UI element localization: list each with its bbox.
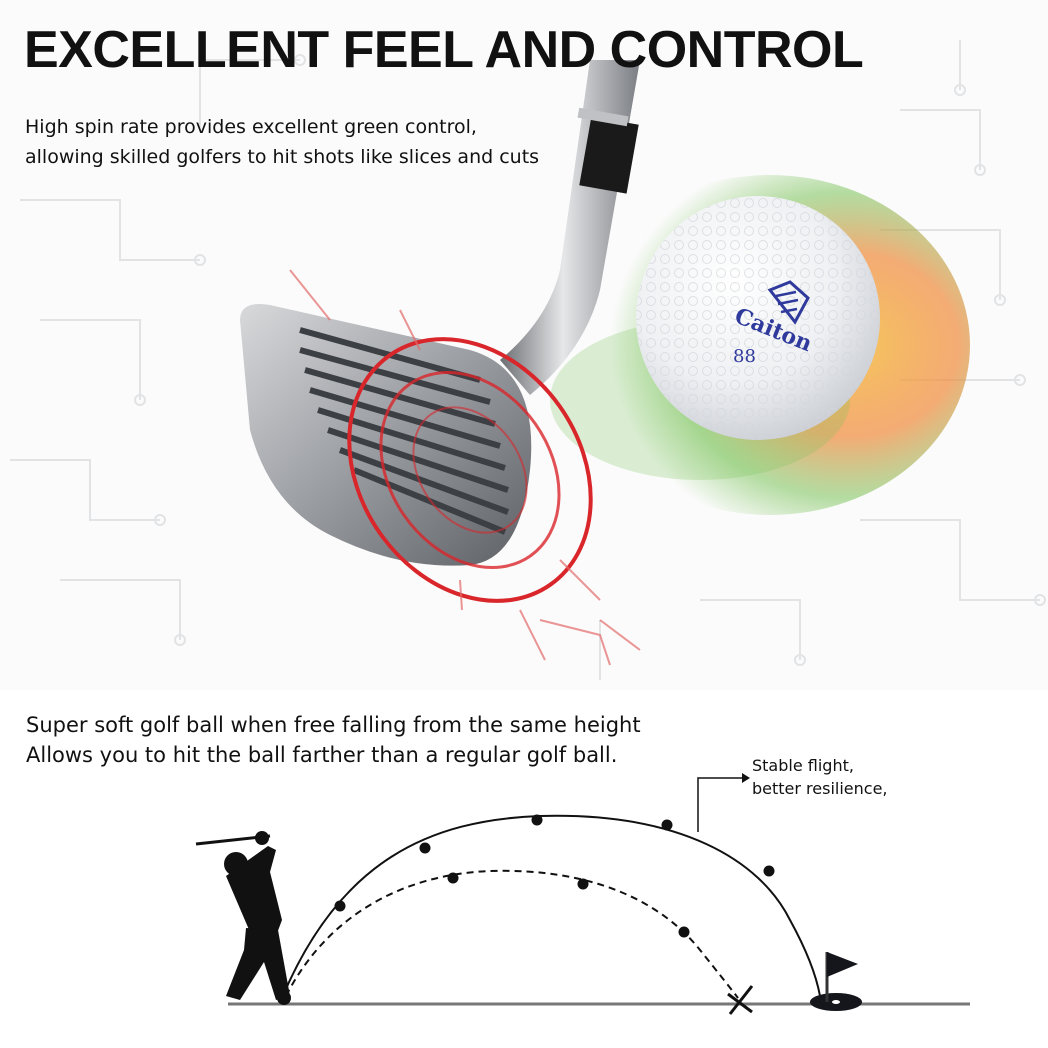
callout-line-2: better resilience,: [752, 779, 888, 798]
flight-callout: Stable flight, better resilience,: [752, 754, 888, 800]
impact-rings: [347, 337, 593, 603]
trajectory-soft-points: [334, 814, 775, 912]
speed-lines: [289, 269, 641, 666]
spin-text-line-1: High spin rate provides excellent green …: [25, 116, 477, 138]
circuit-background: [10, 40, 1046, 680]
flight-description: Super soft golf ball when free falling f…: [26, 710, 641, 770]
hero-illustration: Caiton 88: [10, 40, 1046, 680]
page-title: EXCELLENT FEEL AND CONTROL: [24, 21, 864, 79]
ball-number: 88: [733, 346, 756, 367]
trajectory-regular-points: [447, 872, 690, 938]
spin-description: High spin rate provides excellent green …: [25, 112, 539, 172]
golf-ball: [636, 196, 880, 440]
callout-leader: [697, 777, 742, 832]
landing-mark-icon: [727, 985, 754, 1015]
ball-logo-icon: [767, 280, 810, 325]
flight-text-line-2: Allows you to hit the ball farther than …: [26, 743, 618, 767]
callout-line-1: Stable flight,: [752, 756, 854, 775]
golfer-silhouette-icon: [195, 831, 290, 1000]
hero-section: Caiton 88 EXCELLENT FEEL AND CONTROL Hig…: [10, 21, 1046, 680]
spin-text-line-2: allowing skilled golfers to hit shots li…: [25, 146, 540, 168]
trajectory-soft-ball: [281, 814, 821, 999]
hole-flag-icon: [810, 952, 862, 1011]
trajectory-regular-ball: [285, 869, 739, 999]
flight-text-line-1: Super soft golf ball when free falling f…: [26, 713, 641, 737]
